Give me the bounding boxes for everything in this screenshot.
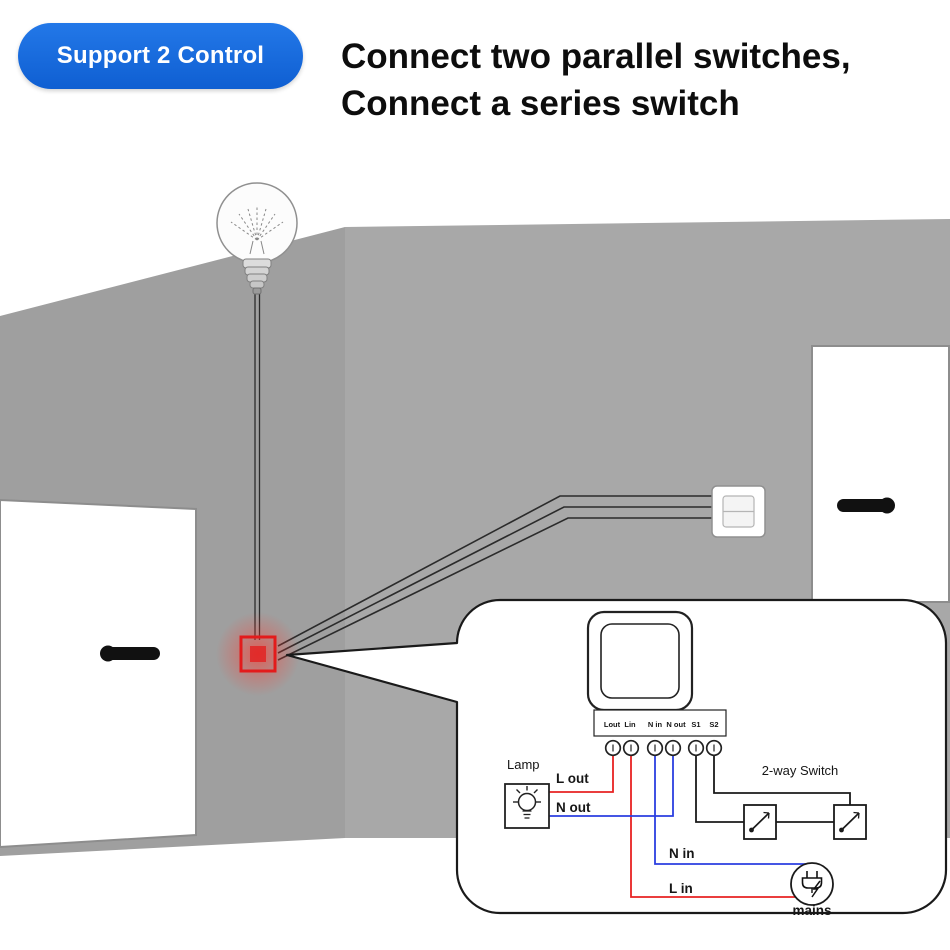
terminal-label-s2: S2 — [709, 720, 718, 729]
mains-plug-icon — [790, 862, 834, 906]
l-out-label: L out — [556, 771, 589, 786]
badge-label: Support 2 Control — [56, 42, 265, 69]
wall-switch — [711, 485, 766, 538]
two-way-switch-symbol-2 — [833, 804, 867, 840]
callout-bubble — [285, 598, 948, 915]
door-handle-icon — [102, 647, 160, 660]
in-wall-wires — [277, 495, 712, 661]
bulb-cord — [254, 294, 261, 640]
smart-switch-location-icon — [216, 612, 300, 696]
l-in-label: L in — [669, 881, 693, 896]
lamp-symbol-icon — [504, 783, 550, 829]
terminal-label-lin: Lin — [624, 720, 636, 729]
wiring-callout: Lout Lin N in N out S1 S2 — [285, 598, 948, 918]
wire-n-out — [549, 755, 674, 817]
terminal-label-s1: S1 — [691, 720, 700, 729]
bulb-screw-base — [242, 258, 272, 295]
light-bulb-icon — [216, 182, 298, 295]
smart-switch-device: Lout Lin N in N out S1 S2 — [586, 610, 727, 757]
two-way-switch-symbol-1 — [743, 804, 777, 840]
right-door — [811, 345, 950, 603]
title-line-1: Connect two parallel switches, — [341, 37, 851, 76]
terminal-label-lout: Lout — [604, 720, 621, 729]
door-handle-icon — [837, 499, 893, 512]
callout-wires — [549, 755, 851, 898]
n-out-label: N out — [556, 800, 591, 815]
wire-s2 — [713, 755, 851, 805]
terminal-screws — [604, 739, 723, 757]
terminal-label-nout: N out — [666, 720, 686, 729]
mains-label: mains — [792, 903, 831, 918]
wire-l-out — [549, 755, 614, 793]
n-in-label: N in — [669, 846, 695, 861]
page-title: Connect two parallel switches, Connect a… — [341, 34, 851, 128]
lamp-label: Lamp — [507, 757, 540, 772]
terminal-label-nin: N in — [648, 720, 663, 729]
title-line-2: Connect a series switch — [341, 83, 740, 123]
support-2-control-badge: Support 2 Control — [18, 23, 303, 89]
wire-n-in — [654, 755, 806, 865]
lightning-bolt-icon — [811, 880, 821, 898]
left-door — [0, 498, 197, 849]
two-way-switch-label: 2-way Switch — [762, 763, 839, 778]
wire-s1 — [695, 755, 744, 823]
wire-l-in — [630, 755, 796, 898]
